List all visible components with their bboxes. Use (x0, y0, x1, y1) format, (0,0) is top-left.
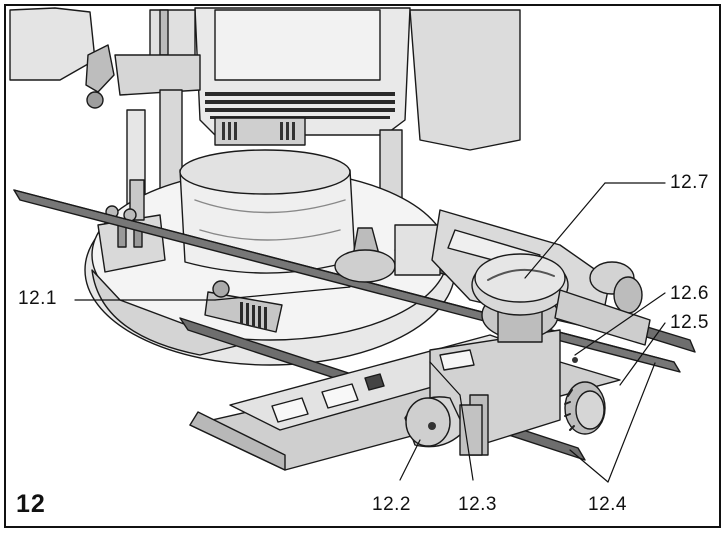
callout-12-1: 12.1 (18, 288, 57, 309)
chip-guard (179, 149, 356, 274)
callout-12-3: 12.3 (458, 494, 497, 515)
leader-12-4-a (569, 449, 609, 483)
leader-12-3-b (429, 361, 461, 396)
leader-12-4-b (607, 362, 656, 483)
knurled-adjust-wheel (564, 357, 606, 435)
leader-12-1-b (214, 286, 351, 301)
leader-12-3 (459, 394, 474, 481)
callout-12-5: 12.5 (670, 312, 709, 333)
base-wing-knob (334, 224, 441, 283)
router-motor-housing (9, 7, 521, 151)
leader-12-5 (619, 322, 666, 386)
figure-frame (4, 4, 721, 528)
figure-number: 12 (16, 490, 46, 518)
callout-leaders (74, 182, 666, 483)
side-wing-screw (554, 261, 651, 346)
leader-12-2 (399, 439, 421, 481)
callout-12-2: 12.2 (372, 494, 411, 515)
callout-12-6: 12.6 (670, 283, 709, 304)
leader-12-6 (574, 292, 666, 356)
fine-adjust-knob (471, 253, 569, 343)
callout-12-7: 12.7 (670, 172, 709, 193)
leader-12-7-b (524, 182, 606, 279)
callout-12-4: 12.4 (588, 494, 627, 515)
rod-clamp-lever (204, 280, 283, 333)
